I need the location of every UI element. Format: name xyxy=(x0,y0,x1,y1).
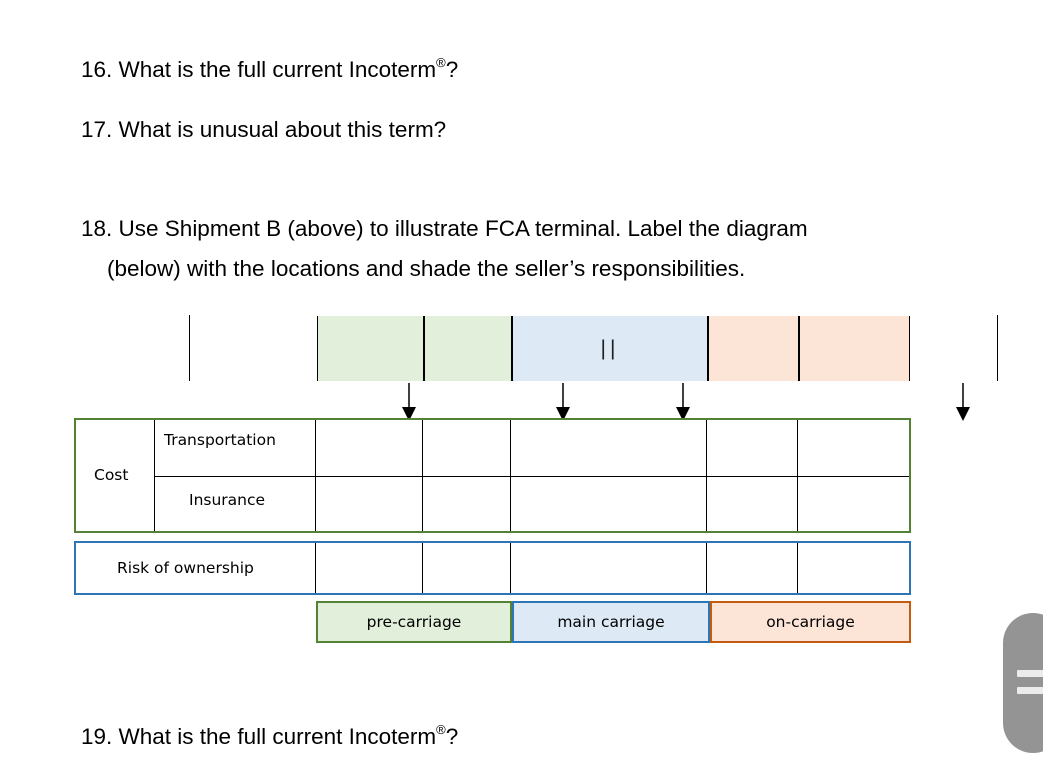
route-segment-on-carriage-1 xyxy=(708,316,799,381)
registered-trademark-icon: ® xyxy=(436,722,446,737)
question-19: 19. What is the full current Incoterm®? xyxy=(81,710,458,757)
question-19-suffix: ? xyxy=(445,724,459,749)
cost-label: Cost xyxy=(94,466,129,484)
question-18-line-2: (below) with the locations and shade the… xyxy=(107,256,746,281)
question-19-text: 19. What is the full current Incoterm xyxy=(81,724,437,749)
cost-table: Cost Transportation Insurance xyxy=(74,418,911,533)
arrow-down-icon-3 xyxy=(676,383,690,421)
risk-table-divider-4 xyxy=(706,543,707,593)
cost-table-divider-3 xyxy=(422,420,423,531)
question-18: 18. Use Shipment B (above) to illustrate… xyxy=(81,209,1011,289)
registered-trademark-icon: ® xyxy=(436,55,446,70)
question-17: 17. What is unusual about this term? xyxy=(81,117,447,142)
legend-on-carriage: on-carriage xyxy=(710,601,911,643)
scroll-drag-handle[interactable] xyxy=(1003,613,1043,753)
arrow-down-icon-4 xyxy=(956,383,970,421)
question-16: 16. What is the full current Incoterm®? xyxy=(81,43,458,90)
cost-table-divider-2 xyxy=(315,420,316,531)
cost-table-row-divider xyxy=(154,476,909,477)
insurance-label: Insurance xyxy=(189,491,266,509)
route-segment-pre-carriage-1 xyxy=(317,316,424,381)
transportation-label: Transportation xyxy=(164,431,276,449)
arrow-down-icon-1 xyxy=(402,383,416,421)
route-segment-on-carriage-2 xyxy=(799,316,910,381)
route-segment-main-carriage xyxy=(512,316,708,381)
arrow-down-icon-2 xyxy=(556,383,570,421)
risk-of-ownership-label: Risk of ownership xyxy=(117,559,254,577)
legend-pre-carriage: pre-carriage xyxy=(316,601,512,643)
cost-table-divider-1 xyxy=(154,420,155,531)
risk-of-ownership-table: Risk of ownership xyxy=(74,541,911,595)
question-18-line-1: 18. Use Shipment B (above) to illustrate… xyxy=(81,216,808,241)
handle-line-2 xyxy=(1017,687,1043,694)
cost-table-divider-4 xyxy=(510,420,511,531)
cost-table-divider-6 xyxy=(797,420,798,531)
question-16-suffix: ? xyxy=(445,57,459,82)
risk-table-divider-1 xyxy=(315,543,316,593)
route-segment-pre-carriage-2 xyxy=(424,316,512,381)
legend-main-carriage: main carriage xyxy=(512,601,710,643)
destination-tick-icon xyxy=(997,315,998,381)
risk-table-divider-3 xyxy=(510,543,511,593)
cost-table-divider-5 xyxy=(706,420,707,531)
terminal-pause-mark: || xyxy=(600,336,620,360)
origin-tick-icon xyxy=(189,315,190,381)
risk-table-divider-2 xyxy=(422,543,423,593)
question-16-text: 16. What is the full current Incoterm xyxy=(81,57,437,82)
risk-table-divider-5 xyxy=(797,543,798,593)
handle-line-1 xyxy=(1017,670,1043,677)
